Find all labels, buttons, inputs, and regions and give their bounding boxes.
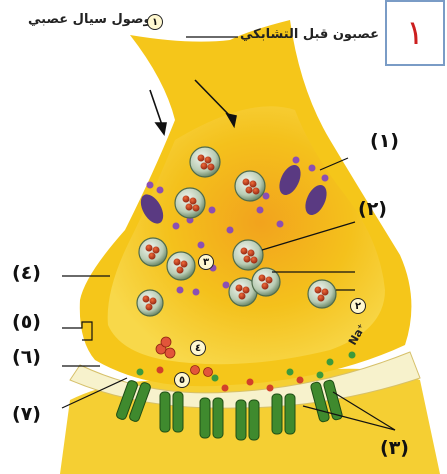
- marker-2: ٢: [350, 298, 366, 314]
- vesicle: [175, 188, 205, 218]
- vesicle: [233, 240, 263, 270]
- question-number-box: ١: [385, 0, 445, 66]
- question-number: ١: [406, 13, 424, 53]
- impulse-arrival-label: وصول سيال عصبي: [28, 12, 152, 27]
- label-7: (٧): [12, 403, 41, 425]
- label-2: (٢): [358, 198, 387, 220]
- vesicle: [308, 280, 336, 308]
- vesicle: [139, 238, 167, 266]
- label-4: (٤): [12, 262, 41, 284]
- arrival-step-marker: ١: [147, 14, 163, 30]
- label-1: (١): [370, 130, 399, 152]
- vesicle: [235, 171, 265, 201]
- marker-4: ٤: [190, 340, 206, 356]
- label-6: (٦): [12, 346, 41, 368]
- label-3: (٣): [380, 437, 409, 459]
- vesicle: [167, 252, 195, 280]
- terminal-interior: [108, 106, 385, 364]
- presynaptic-neuron-label: عصبون قبل التشابكي: [240, 27, 379, 42]
- vesicle: [190, 147, 220, 177]
- label-5: (٥): [12, 311, 41, 333]
- marker-3: ٣: [198, 254, 214, 270]
- vesicle: [137, 290, 163, 316]
- marker-5: ٥: [174, 372, 190, 388]
